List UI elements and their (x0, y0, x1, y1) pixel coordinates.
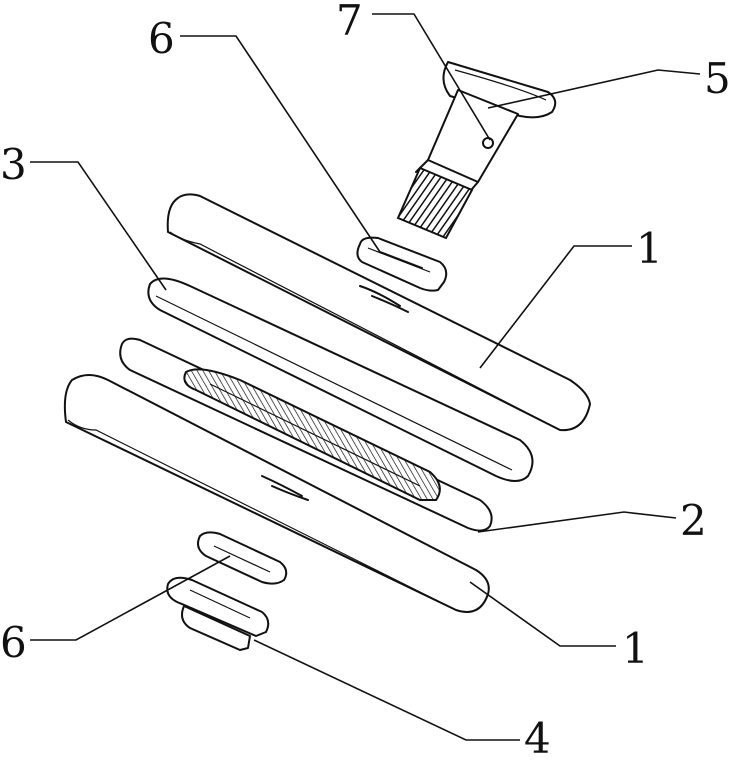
callout-1-top: 1 (636, 224, 663, 273)
washer-part-6-bottom (197, 531, 288, 585)
callout-5: 5 (704, 54, 731, 103)
leader-6-bottom (30, 555, 231, 641)
disc-part-1-top (166, 193, 591, 432)
callout-3: 3 (0, 140, 27, 189)
leader-7 (372, 13, 491, 141)
leader-1-bottom (469, 581, 616, 647)
leader-6-top (180, 35, 381, 253)
callout-6-bottom: 6 (0, 618, 27, 667)
ring-plate-part-2 (119, 337, 493, 532)
leader-3 (30, 161, 167, 291)
callout-4: 4 (524, 714, 551, 763)
callout-2: 2 (680, 496, 707, 545)
leader-4 (253, 639, 520, 741)
leader-lines (30, 13, 701, 741)
leader-5 (487, 69, 701, 109)
leader-1-top (479, 245, 632, 369)
nut-part-4 (166, 576, 270, 651)
callout-7: 7 (336, 0, 363, 45)
bolt-thread (396, 166, 474, 240)
bolt-part-5 (396, 61, 557, 240)
callout-1-bottom: 1 (622, 624, 649, 673)
callout-6-top: 6 (148, 14, 175, 63)
leader-2 (477, 511, 677, 533)
disc-part-3 (147, 277, 534, 482)
